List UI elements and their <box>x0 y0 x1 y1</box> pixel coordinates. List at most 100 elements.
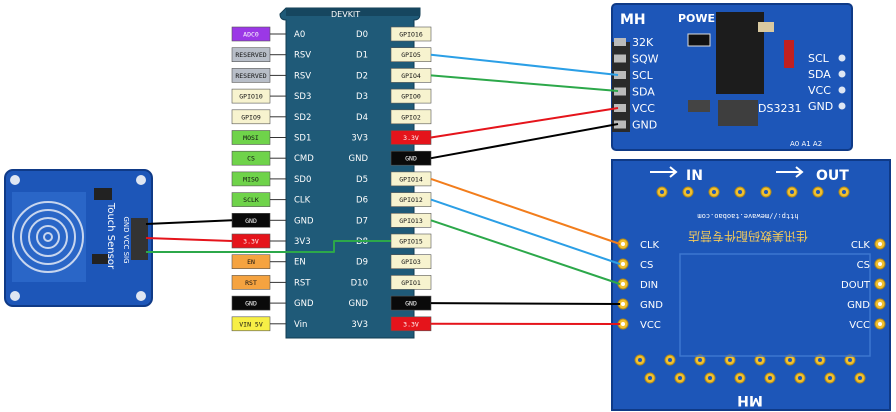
rtc-left-pin-label: 32K <box>632 36 654 49</box>
rtc-left-pin-label: SDA <box>632 86 655 99</box>
devkit-right-tag-label: GPIO3 <box>401 258 421 266</box>
devkit-right-tag <box>390 254 432 269</box>
touch-pin-labels: GND VCC SIG <box>122 217 130 264</box>
rtc-right-pin-label: VCC <box>808 84 831 97</box>
arrow-right-icon <box>776 166 804 178</box>
devkit-right-tag-label: GPIO4 <box>401 72 421 80</box>
devkit-right-pin-label: D10 <box>351 278 368 288</box>
devkit-right-pin-label: GND <box>349 154 369 164</box>
wire-sda <box>430 74 619 92</box>
devkit-right-tag-label: GND <box>405 300 417 308</box>
display-left-pin-label: VCC <box>640 320 661 331</box>
touch-pad-icon <box>12 201 84 273</box>
devkit-right-pin-label: D1 <box>356 51 368 61</box>
devkit-right-pin-label: 3V3 <box>351 134 368 144</box>
devkit-left-tag-label: GPIO9 <box>241 113 261 121</box>
display-url-text: http://mewave.taobao.com <box>697 212 798 220</box>
devkit-left-tag-label: RESERVED <box>235 72 266 80</box>
rtc-pad <box>838 102 846 110</box>
display-right-pin-label: CLK <box>851 240 871 251</box>
devkit-left-tag-label: VIN 5V <box>239 320 263 328</box>
devkit-left-tag-label: 3.3V <box>243 238 259 246</box>
devkit-right-tag-label: GPIO5 <box>401 51 421 59</box>
devkit-right-pin-label: D3 <box>356 92 368 102</box>
devkit-right-pin-label: D0 <box>356 30 368 40</box>
devkit-right-tag-label: GPIO14 <box>399 175 423 183</box>
devkit-left-tag-label: SCLK <box>243 196 259 204</box>
wire-clk <box>430 177 621 245</box>
display-left-pin-label: CS <box>640 260 653 271</box>
devkit-left-pin-label: RSV <box>294 71 311 81</box>
devkit-right-tag <box>390 88 432 104</box>
rtc-right-pin-label: SCL <box>808 52 830 65</box>
wire-cs <box>430 198 621 265</box>
wire-touch-gnd <box>145 219 233 225</box>
display-module: IN OUT 佳讯美数码配件专营店 http://mewave.taobao.c… <box>611 159 891 411</box>
display-chinese-text: 佳讯美数码配件专营店 <box>688 229 808 244</box>
rtc-power-label: POWER <box>678 12 724 25</box>
display-right-pin-label: CS <box>857 260 870 271</box>
devkit-right-pin-label: GND <box>349 299 369 309</box>
rtc-pad <box>838 70 846 78</box>
wire-din <box>430 219 621 285</box>
devkit-right-tag-label: 3.3V <box>403 134 419 142</box>
rtc-header-pin <box>614 71 626 79</box>
display-right-pin-label: DOUT <box>841 280 871 291</box>
rtc-left-pin-label: VCC <box>632 102 655 115</box>
devkit-left-pin-label: SD2 <box>294 113 311 123</box>
devkit-right-pin-label: 3V3 <box>351 320 368 330</box>
devkit-left-pin-label: SD1 <box>294 134 311 144</box>
devkit-left-pin-label: EN <box>294 258 306 268</box>
devkit-left-pin-label: Vin <box>294 320 307 330</box>
devkit-left-pin-label: 3V3 <box>294 237 311 247</box>
rtc-right-pin-label: SDA <box>808 68 831 81</box>
display-brand: MH <box>737 392 763 408</box>
devkit-left-pin-label: A0 <box>294 30 305 40</box>
rtc-header-pin <box>614 54 626 63</box>
devkit-left-pin-label: SD3 <box>294 92 311 102</box>
rtc-header-pin <box>614 38 626 46</box>
devkit-right-tag <box>390 109 432 125</box>
devkit-right-tag-label: GPIO12 <box>399 196 423 204</box>
devkit-right-pin-label: D5 <box>356 175 368 185</box>
touch-sensor-label: Touch Sensor <box>105 202 116 270</box>
devkit-right-tag-label: GPIO15 <box>399 238 423 246</box>
display-in-label: IN <box>686 168 703 184</box>
devkit-right-tag-label: 3.3V <box>403 320 419 328</box>
devkit-title: DEVKIT <box>331 10 360 19</box>
devkit-left-pin-label: CLK <box>294 196 311 206</box>
wire-touch-sig <box>146 240 391 253</box>
display-left-pin-label: GND <box>640 300 663 311</box>
devkit-left-tag-label: MOSI <box>243 134 259 142</box>
rtc-pad <box>838 86 846 94</box>
touch-sensor-module: Touch Sensor GND VCC SIG <box>4 169 153 307</box>
display-out-label: OUT <box>816 168 849 184</box>
wire-rtc-gnd <box>430 123 619 160</box>
devkit-left-pin-label: CMD <box>294 154 314 164</box>
devkit-left-tag-label: RST <box>245 279 257 287</box>
devkit-left-pin-label: GND <box>294 216 314 226</box>
devkit-right-pin-label: D4 <box>356 113 368 123</box>
devkit-left-pin-label: SD0 <box>294 175 311 185</box>
wires <box>145 53 621 325</box>
devkit-left-tag-label: EN <box>247 258 255 266</box>
devkit-right-pin-label: D6 <box>356 196 368 206</box>
devkit-left-tag-label: CS <box>247 155 255 163</box>
devkit-left-tag-label: ADC0 <box>243 31 259 39</box>
rtc-right-pin-label: GND <box>808 100 833 113</box>
rtc-header-pin <box>614 120 626 129</box>
devkit-left-pin-label: GND <box>294 299 314 309</box>
devkit-left-pin-label: RST <box>294 278 311 288</box>
devkit-left-tag-label: GPIO10 <box>239 93 263 101</box>
rtc-address-label: A0 A1 A2 <box>790 140 822 148</box>
arrow-right-icon <box>650 166 678 178</box>
devkit-right-tag <box>390 26 432 42</box>
rtc-left-pin-label: SQW <box>632 53 659 66</box>
rtc-brand: MH <box>620 12 646 28</box>
devkit-right-tag-label: GPIO0 <box>401 93 421 101</box>
display-left-pin-label: DIN <box>640 280 658 291</box>
rtc-pad <box>838 54 846 62</box>
